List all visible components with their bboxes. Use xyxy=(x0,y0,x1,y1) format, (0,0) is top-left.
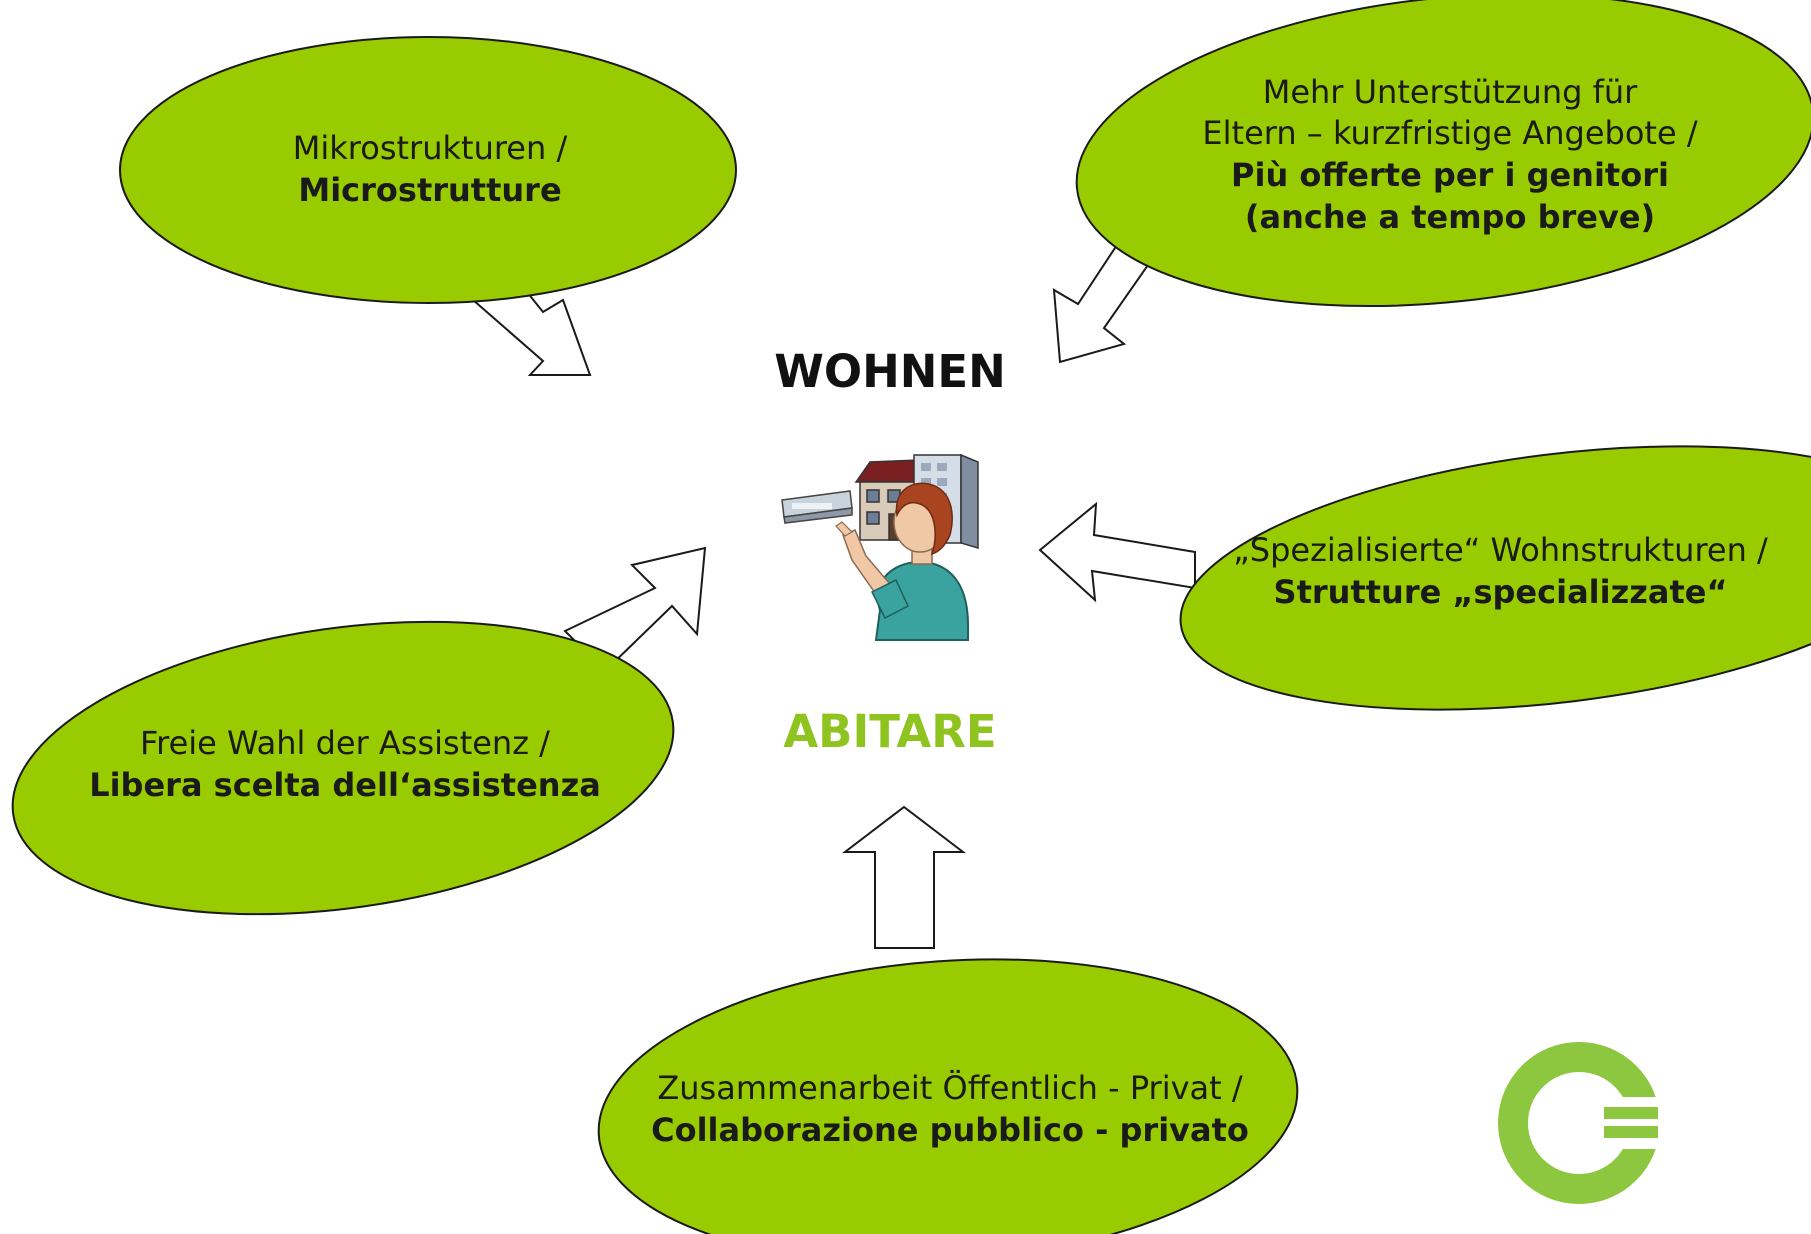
arrow-from-spezialisierte xyxy=(1038,501,1196,603)
bubble-assistenz-shape xyxy=(11,620,675,916)
green-ring-logo-icon xyxy=(1498,1042,1679,1204)
bubble-eltern-shape xyxy=(1075,0,1811,308)
bubble-mikrostrukturen-shape xyxy=(119,36,737,304)
center-title-it: ABITARE xyxy=(783,705,997,758)
bubble-spezialisierte-shape xyxy=(1179,445,1811,711)
arrow-from-zusammenarbeit xyxy=(842,805,966,949)
person-pointing-at-buildings-icon xyxy=(781,453,979,641)
bubble-zusammenarbeit-shape xyxy=(597,958,1299,1234)
center-title-de: WOHNEN xyxy=(774,345,1006,398)
